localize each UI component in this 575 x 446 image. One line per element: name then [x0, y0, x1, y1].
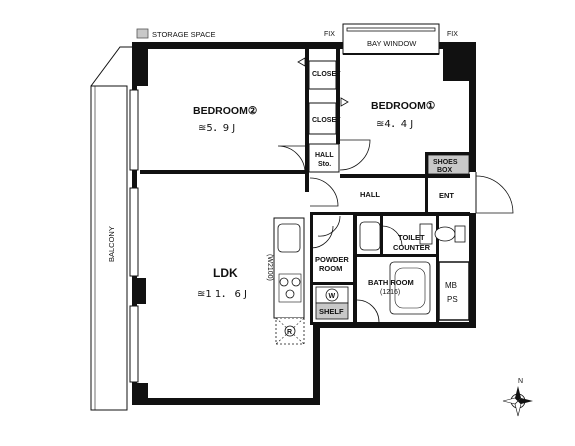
- shoes-box: [427, 154, 470, 175]
- shelf-label: SHELF: [319, 307, 344, 316]
- vanity-sink: [359, 221, 381, 251]
- door-swings: [277, 139, 514, 323]
- bathroom-label-2: (1216): [380, 289, 400, 296]
- bay-window-label: BAY WINDOW: [367, 39, 417, 48]
- hall-label: HALL: [360, 190, 380, 199]
- refrigerator-space: [275, 317, 305, 345]
- closet-mid: [308, 102, 337, 135]
- shoes-box-label-2: BOX: [437, 167, 453, 174]
- ent-label: ENT: [439, 191, 454, 200]
- hall-storage-label-2: Sto.: [318, 161, 331, 168]
- ps-label: PS: [447, 295, 458, 304]
- bedroom1-size: ≊4．4 J: [376, 119, 413, 130]
- bathtub-inner: [394, 267, 426, 309]
- bathtub: [389, 261, 431, 315]
- closet-top-label: CLOSET: [312, 71, 341, 78]
- powder-room-label-1: POWDER: [315, 255, 349, 264]
- refrigerator-mark: R: [287, 329, 292, 336]
- hall-storage-label-1: HALL: [315, 152, 334, 159]
- fix-left-label: FIX: [324, 31, 335, 38]
- bathroom-label-1: BATH ROOM: [368, 278, 414, 287]
- ldk-size: ≊1 1． 6 J: [197, 289, 247, 300]
- compass-icon: [502, 386, 533, 417]
- shelf: [315, 302, 349, 320]
- balcony-windows: [129, 89, 139, 383]
- bay-window: BAY WINDOW: [342, 23, 440, 55]
- closet-mid-label: CLOSET: [312, 117, 341, 124]
- toilet: [419, 223, 466, 245]
- bedroom2-size: ≊5．9 J: [198, 123, 235, 134]
- powder-room-label-2: ROOM: [319, 264, 342, 273]
- storage-legend-label: STORAGE SPACE: [152, 30, 216, 39]
- mb-label: MB: [445, 281, 457, 290]
- bedroom1-label: BEDROOM①: [371, 100, 436, 112]
- kitchen-counter: [273, 217, 305, 319]
- fix-right-label: FIX: [447, 31, 458, 38]
- closet-top: [308, 60, 337, 90]
- washer-mark: W: [329, 293, 336, 300]
- triangle-markers: [297, 57, 349, 107]
- kitchen-code-label: (W2100): [266, 254, 273, 281]
- balcony-label: BALCONY: [107, 226, 116, 262]
- washer-symbol: [325, 288, 339, 302]
- bedroom2-label: BEDROOM②: [193, 105, 258, 117]
- interior-walls: [140, 49, 470, 326]
- ldk-label: LDK: [213, 266, 238, 280]
- north-label: N: [518, 378, 523, 385]
- counter-label: COUNTER: [393, 243, 431, 252]
- storage-legend-swatch: [136, 28, 149, 39]
- balcony: BALCONY: [90, 46, 132, 411]
- toilet-label: TOILET: [398, 233, 425, 242]
- hall-storage: [308, 143, 340, 173]
- shoes-box-label-1: SHOES: [433, 159, 458, 166]
- mb-ps-shaft: [438, 261, 470, 321]
